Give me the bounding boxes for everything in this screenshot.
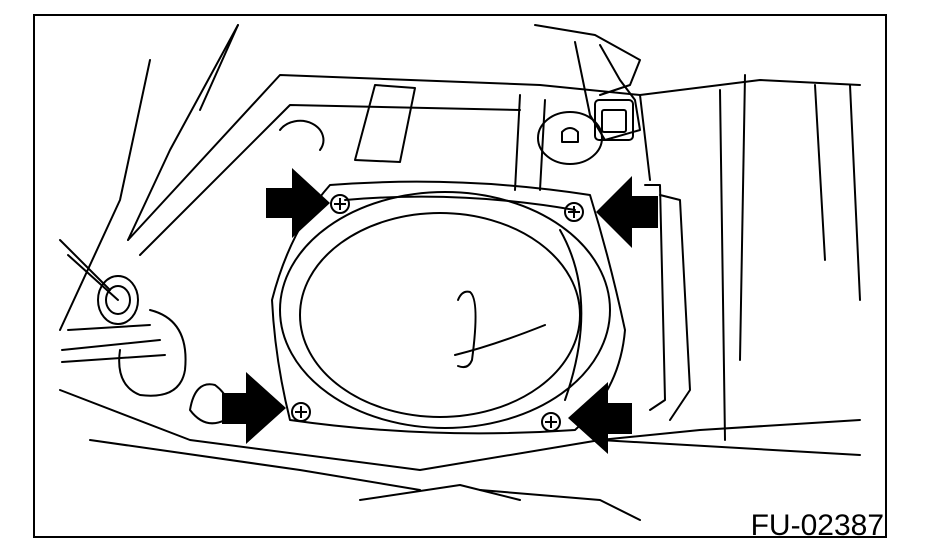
screw-top-left [330,194,350,214]
speaker-cone-outer [279,191,611,429]
mounting-screws [291,194,584,432]
callout-arrows [222,168,658,454]
arrow-bottom-right [568,382,632,454]
screw-top-right [564,202,584,222]
speaker-center-slot [457,290,477,369]
speaker-assembly [271,180,626,435]
screw-bottom-right [541,412,561,432]
arrow-top-left [266,168,330,238]
body-panel-lines [59,24,861,521]
speaker-bracket [271,180,626,435]
arrow-top-right [596,176,658,248]
figure-border [33,14,887,538]
arrow-bottom-left [222,372,286,444]
speaker-cone-inner [299,212,581,418]
figure-id-label: FU-02387 [750,509,884,542]
screw-bottom-left [291,402,311,422]
